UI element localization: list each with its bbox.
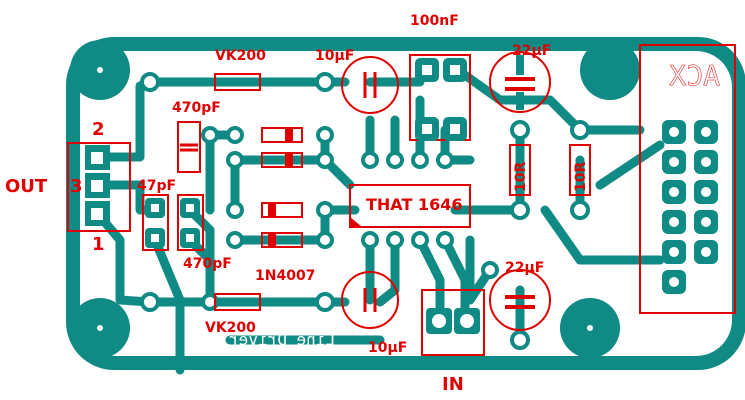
label-10uf-top: 10µF — [315, 48, 354, 64]
pad — [510, 200, 530, 220]
pad — [436, 151, 454, 169]
pad — [226, 201, 244, 219]
label-470pf-top: 470pF — [172, 100, 221, 116]
label-10r-b: 10R — [573, 162, 589, 192]
pads — [140, 72, 590, 350]
mounting-holes — [70, 40, 640, 358]
capacitor-10uf-top — [341, 56, 399, 114]
ic-that1646 — [349, 184, 471, 228]
label-brand: ACX — [669, 59, 720, 92]
pad — [361, 231, 379, 249]
label-ic: THAT 1646 — [366, 195, 462, 214]
label-22uf-bottom: 22µF — [505, 260, 544, 276]
pad — [570, 120, 590, 140]
pad — [226, 151, 244, 169]
mounting-hole-tr — [580, 40, 640, 100]
pad — [140, 292, 160, 312]
label-470pf-bottom: 470pF — [183, 256, 232, 272]
label-pin3: 3 — [70, 176, 83, 197]
pad — [411, 231, 429, 249]
input-connector — [421, 289, 485, 356]
pad — [361, 151, 379, 169]
label-1n4007: 1N4007 — [255, 268, 315, 284]
diodes-bottom — [261, 202, 303, 248]
pad — [316, 201, 334, 219]
pad — [316, 126, 334, 144]
label-vk200-top: VK200 — [215, 48, 266, 64]
pad — [510, 120, 530, 140]
pad — [481, 261, 499, 279]
pad — [226, 231, 244, 249]
label-pin2: 2 — [92, 119, 105, 140]
pad — [226, 126, 244, 144]
label-22uf-top: 22µF — [512, 43, 551, 59]
label-date: 02/2014 — [269, 100, 328, 116]
inductor-vk200-top — [214, 73, 261, 91]
output-connector — [67, 142, 131, 232]
label-in: IN — [442, 374, 464, 395]
pad — [411, 151, 429, 169]
pad — [570, 200, 590, 220]
capacitor-10uf-bottom — [341, 271, 399, 329]
label-pin1: 1 — [92, 234, 105, 255]
capacitor-22uf-top — [489, 51, 551, 113]
resistor-10r-b — [569, 144, 591, 196]
pad — [316, 231, 334, 249]
pad — [510, 330, 530, 350]
label-10r-a: 10R — [513, 162, 529, 192]
capacitor-100nf — [409, 54, 471, 141]
label-vk200-bottom: VK200 — [205, 320, 256, 336]
pad — [386, 231, 404, 249]
diodes-top — [261, 127, 303, 168]
pad — [316, 151, 334, 169]
inductor-vk200-bottom — [214, 293, 261, 311]
capacitor-22uf-bottom — [489, 269, 551, 331]
label-100nf: 100nF — [410, 13, 459, 29]
resistor-10r-a — [509, 144, 531, 196]
label-title: Line Driver — [229, 330, 335, 349]
pad — [436, 231, 454, 249]
pad — [201, 293, 219, 311]
capacitor-470pf-top — [177, 121, 201, 173]
pad — [201, 126, 219, 144]
pad — [315, 292, 335, 312]
capacitor-47pf — [142, 194, 169, 251]
pad — [140, 72, 160, 92]
pad — [315, 72, 335, 92]
label-10uf-bottom: 10µF — [368, 340, 407, 356]
board-inner — [80, 51, 732, 356]
capacitor-470pf-bottom — [177, 194, 204, 251]
label-out: OUT — [5, 176, 48, 197]
pad — [386, 151, 404, 169]
acx-header — [639, 44, 736, 314]
label-47pf: 47pF — [137, 178, 176, 194]
copper-traces — [92, 63, 665, 375]
